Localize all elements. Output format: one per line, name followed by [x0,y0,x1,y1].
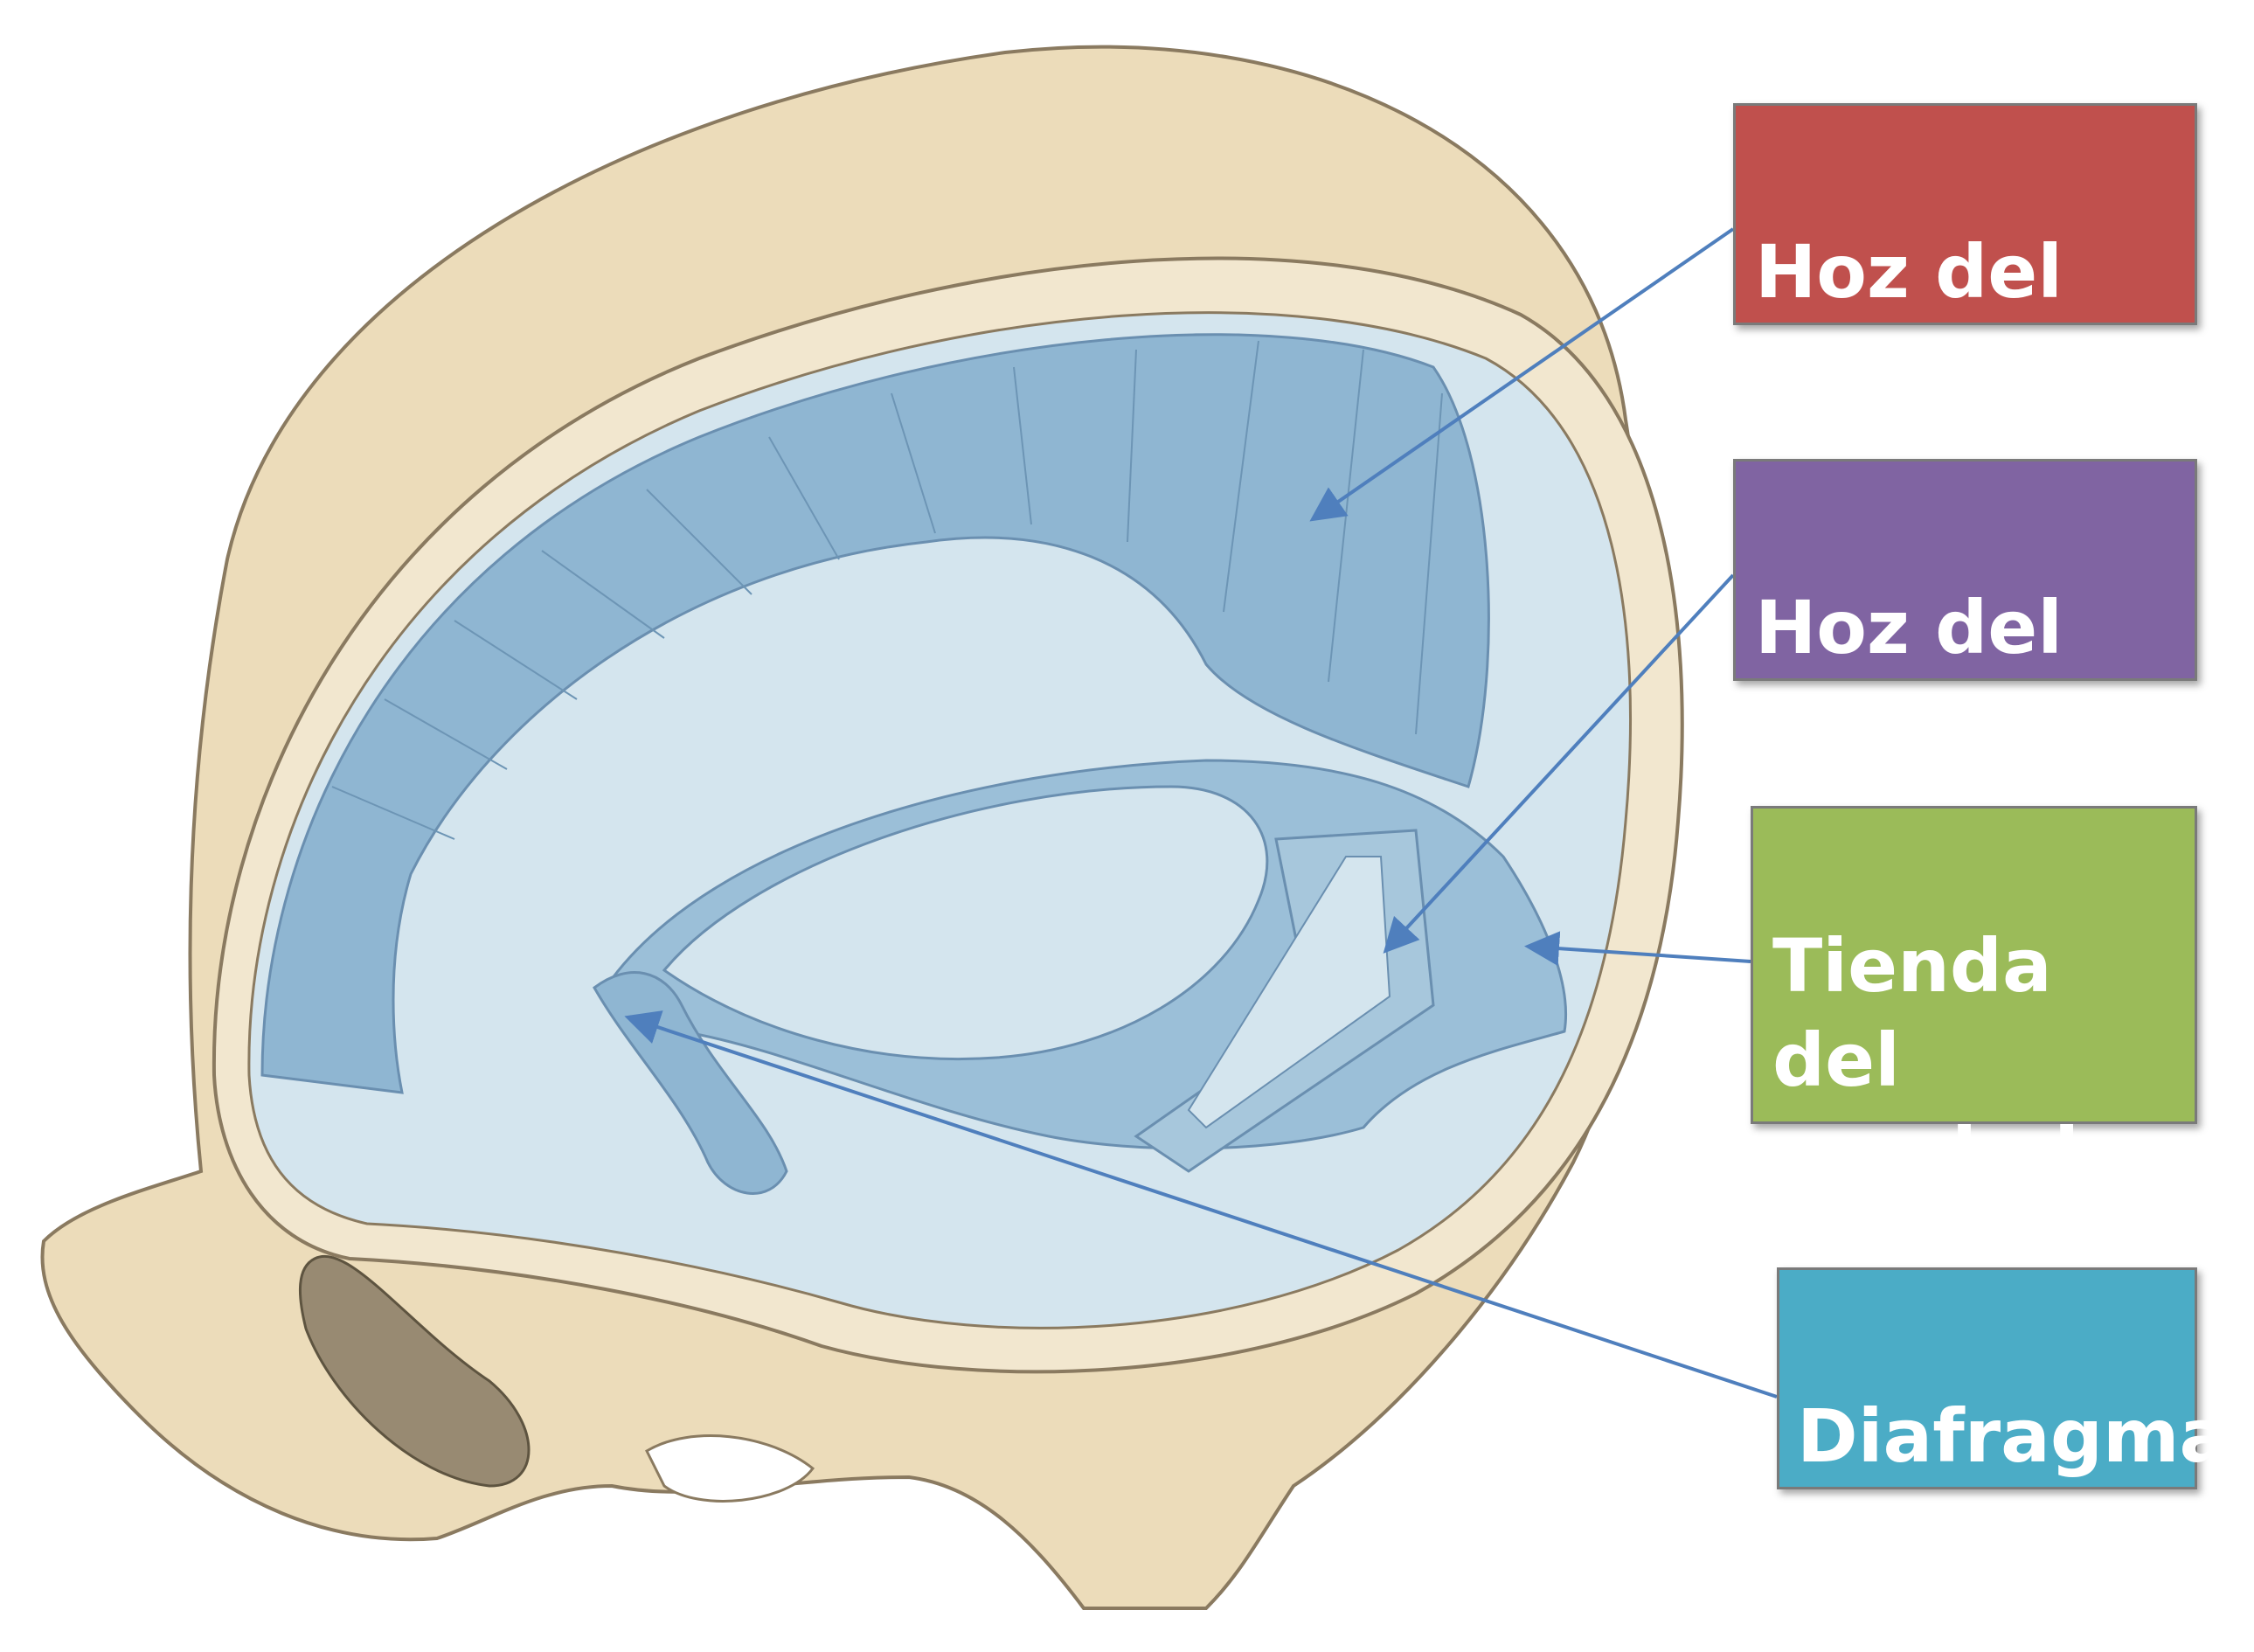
label-hoz-del-cerebro-text: Hoz del cerebro [1755,229,2073,413]
label-diafragma-selar: Diafragma selar [1777,1267,2197,1489]
label-hoz-del-cerebelo-text: Hoz del cerebelo [1755,585,2112,768]
label-tienda-del-cerebelo: Tienda del cerebelo [1751,806,2197,1124]
label-tienda-del-cerebelo-text: Tienda del cerebelo [1772,923,2130,1197]
label-hoz-del-cerebro: Hoz del cerebro [1733,103,2197,325]
label-hoz-del-cerebelo: Hoz del cerebelo [1733,459,2197,681]
